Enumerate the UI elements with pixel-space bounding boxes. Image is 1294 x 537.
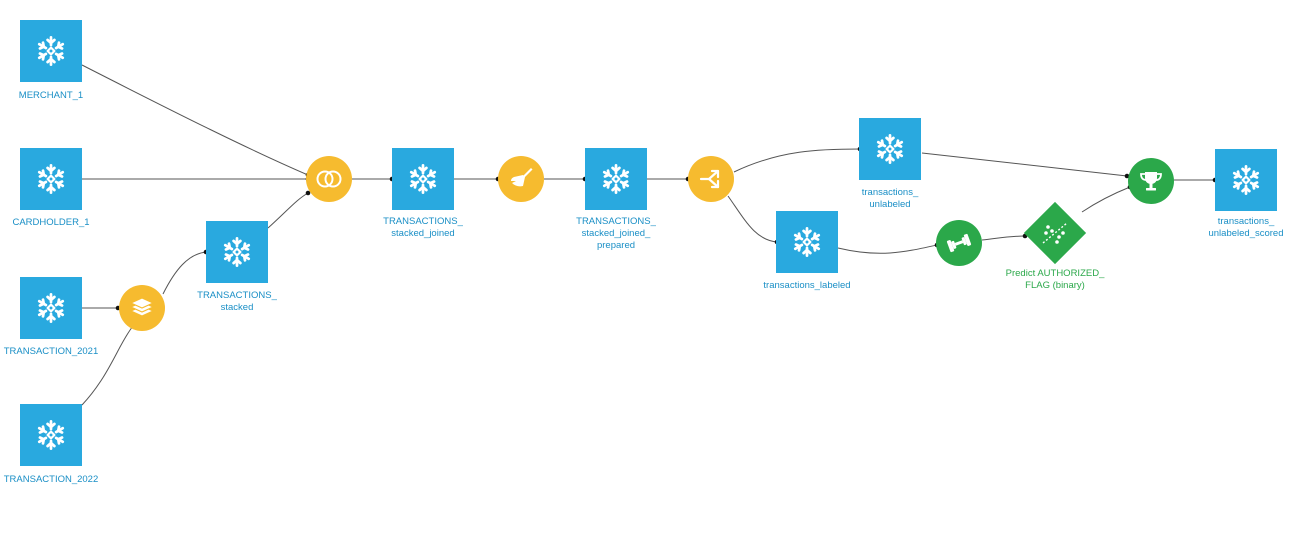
dataset-transaction-2021[interactable] [20,277,82,339]
label-line: TRANSACTIONS_ [197,290,277,301]
dataset-transactions-stacked-joined-prepared-label: TRANSACTIONS_stacked_joined_prepared [576,216,656,252]
edge-model-score [1081,186,1131,213]
edge-merchant-join [81,64,309,176]
label-line: TRANSACTION_2022 [3,474,99,485]
dataset-transactions-unlabeled-scored[interactable] [1215,149,1277,211]
edge-stacked-join [267,192,309,229]
dataset-merchant-1-label: MERCHANT_1 [19,90,83,102]
snowflake-icon [876,134,904,164]
label-line: TRANSACTIONS_ [576,216,656,227]
label-line: stacked [220,302,254,313]
snowflake-icon [223,237,251,267]
edge-split-unlabeled [733,148,861,173]
label-line: TRANSACTION_2021 [3,346,99,357]
edge-stack-stacked [162,251,207,295]
dataset-transactions-stacked-joined[interactable] [392,148,454,210]
label-line: CARDHOLDER_1 [12,217,90,228]
edge-labeled-train [837,244,938,254]
saved-model-icon [1042,222,1068,244]
dataset-cardholder-1[interactable] [20,148,82,210]
split-arrows-icon [699,169,720,189]
snowflake-icon [37,164,65,194]
label-line: FLAG (binary) [1025,280,1085,291]
dataset-transactions-stacked[interactable] [206,221,268,283]
dataset-transactions-unlabeled-scored-label: transactions_unlabeled_scored [1208,216,1283,240]
label-line: transactions_ [861,187,919,198]
label-line: MERCHANT_1 [18,90,84,101]
dataset-transactions-labeled-label: transactions_labeled [763,280,850,292]
snowflake-icon [37,420,65,450]
dataset-transaction-2021-label: TRANSACTION_2021 [4,346,99,358]
label-line: stacked_joined [391,228,455,239]
join-circles-icon [316,170,342,188]
edge-train-model [981,235,1026,241]
saved-model-label: Predict AUTHORIZED_FLAG (binary) [1006,268,1105,292]
broom-icon [511,168,533,187]
saved-model-icon-wrap [1025,203,1085,263]
recipe-join[interactable] [306,156,352,202]
label-line: transactions_labeled [763,280,851,291]
recipe-stack[interactable] [119,285,165,331]
recipe-prepare[interactable] [498,156,544,202]
dataset-transaction-2022[interactable] [20,404,82,466]
dataset-transactions-stacked-joined-label: TRANSACTIONS_stacked_joined [383,216,463,240]
dataset-cardholder-1-label: CARDHOLDER_1 [12,217,89,229]
label-line: TRANSACTIONS_ [383,216,463,227]
dataset-transactions-labeled[interactable] [776,211,838,273]
dataset-merchant-1[interactable] [20,20,82,82]
recipe-split[interactable] [688,156,734,202]
snowflake-icon [37,36,65,66]
snowflake-icon [602,164,630,194]
saved-model-predict-authorized-flag[interactable] [1023,201,1087,265]
edge-split-labeled [727,195,778,243]
edge-unlabeled-score [921,152,1128,177]
dataset-transactions-stacked-label: TRANSACTIONS_stacked [197,290,277,314]
label-line: prepared [596,240,636,251]
label-line: unlabeled_scored [1208,228,1284,239]
dumbbell-icon [946,233,972,253]
dataset-transactions-unlabeled[interactable] [859,118,921,180]
label-line: unlabeled [869,199,911,210]
edge-t2022-stack [81,325,134,406]
dataset-transactions-unlabeled-label: transactions_unlabeled [862,187,919,211]
label-line: Predict AUTHORIZED_ [1005,268,1105,279]
snowflake-icon [37,293,65,323]
stack-layers-icon [129,297,155,317]
snowflake-icon [793,227,821,257]
snowflake-icon [409,164,437,194]
recipe-train[interactable] [936,220,982,266]
trophy-icon [1140,172,1162,191]
label-line: stacked_joined_ [581,228,651,239]
snowflake-icon [1232,165,1260,195]
recipe-score[interactable] [1128,158,1174,204]
dataset-transaction-2022-label: TRANSACTION_2022 [4,474,99,486]
label-line: transactions_ [1217,216,1275,227]
dataset-transactions-stacked-joined-prepared[interactable] [585,148,647,210]
